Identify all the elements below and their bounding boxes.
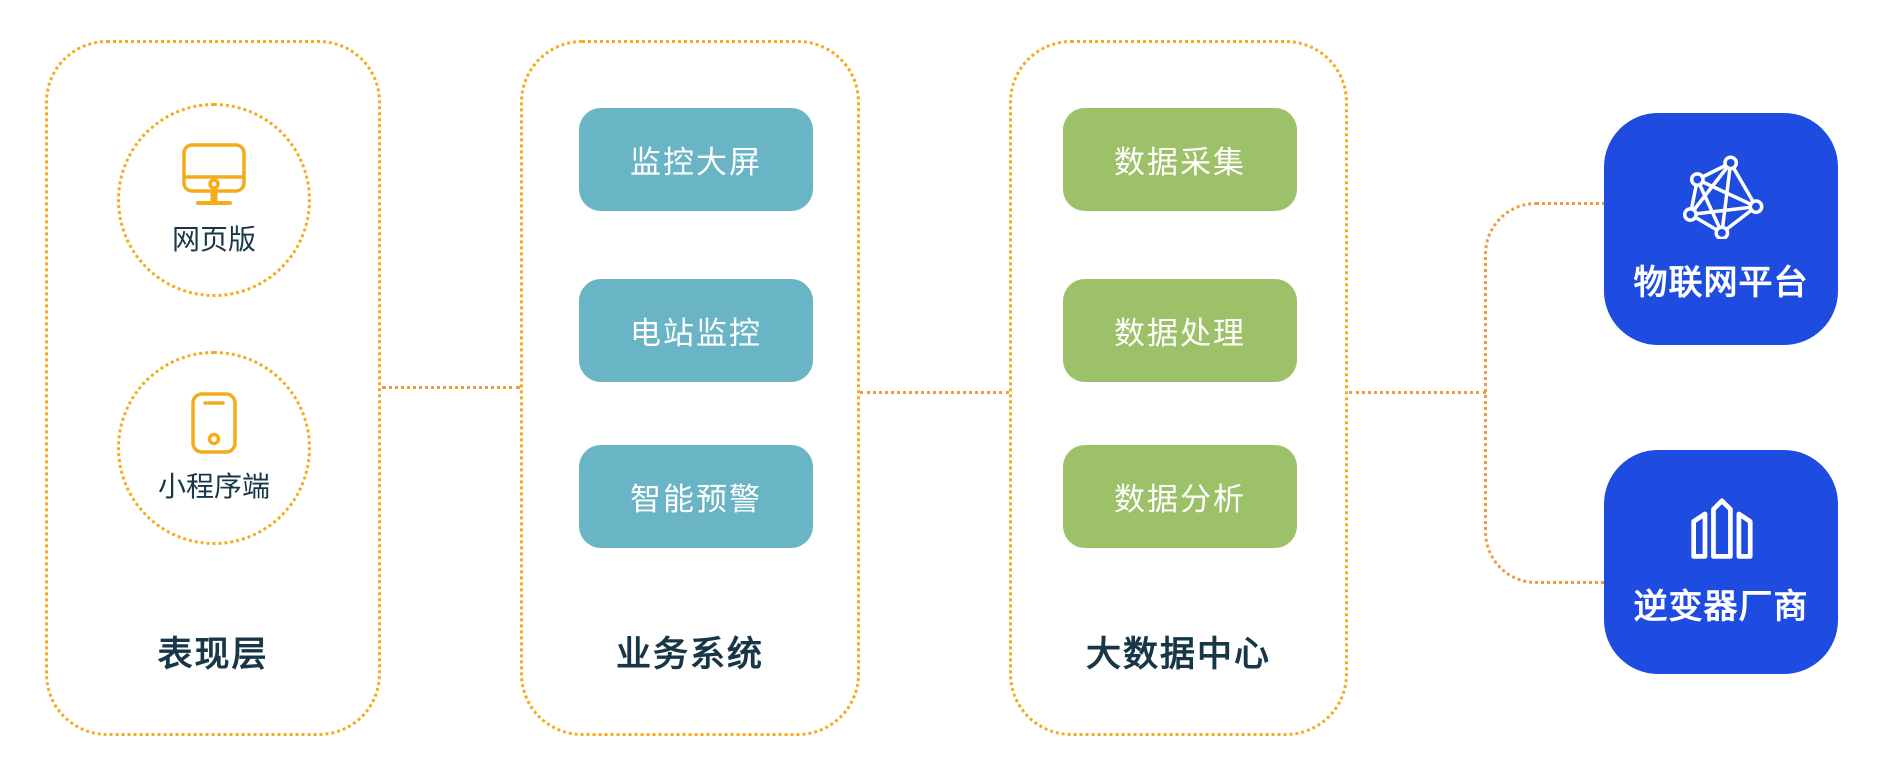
building-icon: [1691, 497, 1753, 559]
data-analysis-node: 数据分析: [1063, 445, 1297, 548]
station-monitoring-node: 电站监控: [579, 279, 813, 382]
business-system-title: 业务系统: [615, 635, 764, 674]
presentation-layer-panel: 网页版 小程序端 表现层: [45, 40, 381, 736]
connector-bracket: [1484, 202, 1608, 584]
connector-presentation-business: [382, 386, 520, 389]
smart-warning-node: 智能预警: [579, 445, 813, 548]
data-collection-node: 数据采集: [1063, 108, 1297, 211]
connector-bigdata-platforms: [1349, 391, 1486, 394]
connector-business-bigdata: [860, 391, 1009, 394]
inverter-vendor-label: 逆变器厂商: [1633, 587, 1809, 626]
mini-program-label: 小程序端: [157, 471, 270, 502]
business-system-panel: 监控大屏 电站监控 智能预警 业务系统: [520, 40, 860, 736]
mobile-icon: [191, 392, 237, 454]
data-processing-node: 数据处理: [1063, 279, 1297, 382]
iot-platform-tile: 物联网平台: [1604, 113, 1838, 345]
monitoring-screen-node: 监控大屏: [579, 108, 813, 211]
presentation-layer-title: 表现层: [157, 635, 269, 674]
big-data-center-panel: 数据采集 数据处理 数据分析 大数据中心: [1009, 40, 1348, 736]
mini-program-node: 小程序端: [117, 351, 311, 545]
monitor-icon: [182, 143, 246, 205]
web-version-label: 网页版: [171, 224, 256, 255]
web-version-node: 网页版: [117, 103, 311, 297]
iot-platform-label: 物联网平台: [1633, 263, 1809, 302]
network-icon: [1682, 154, 1764, 239]
inverter-vendor-tile: 逆变器厂商: [1604, 450, 1838, 674]
big-data-center-title: 大数据中心: [1085, 635, 1271, 674]
